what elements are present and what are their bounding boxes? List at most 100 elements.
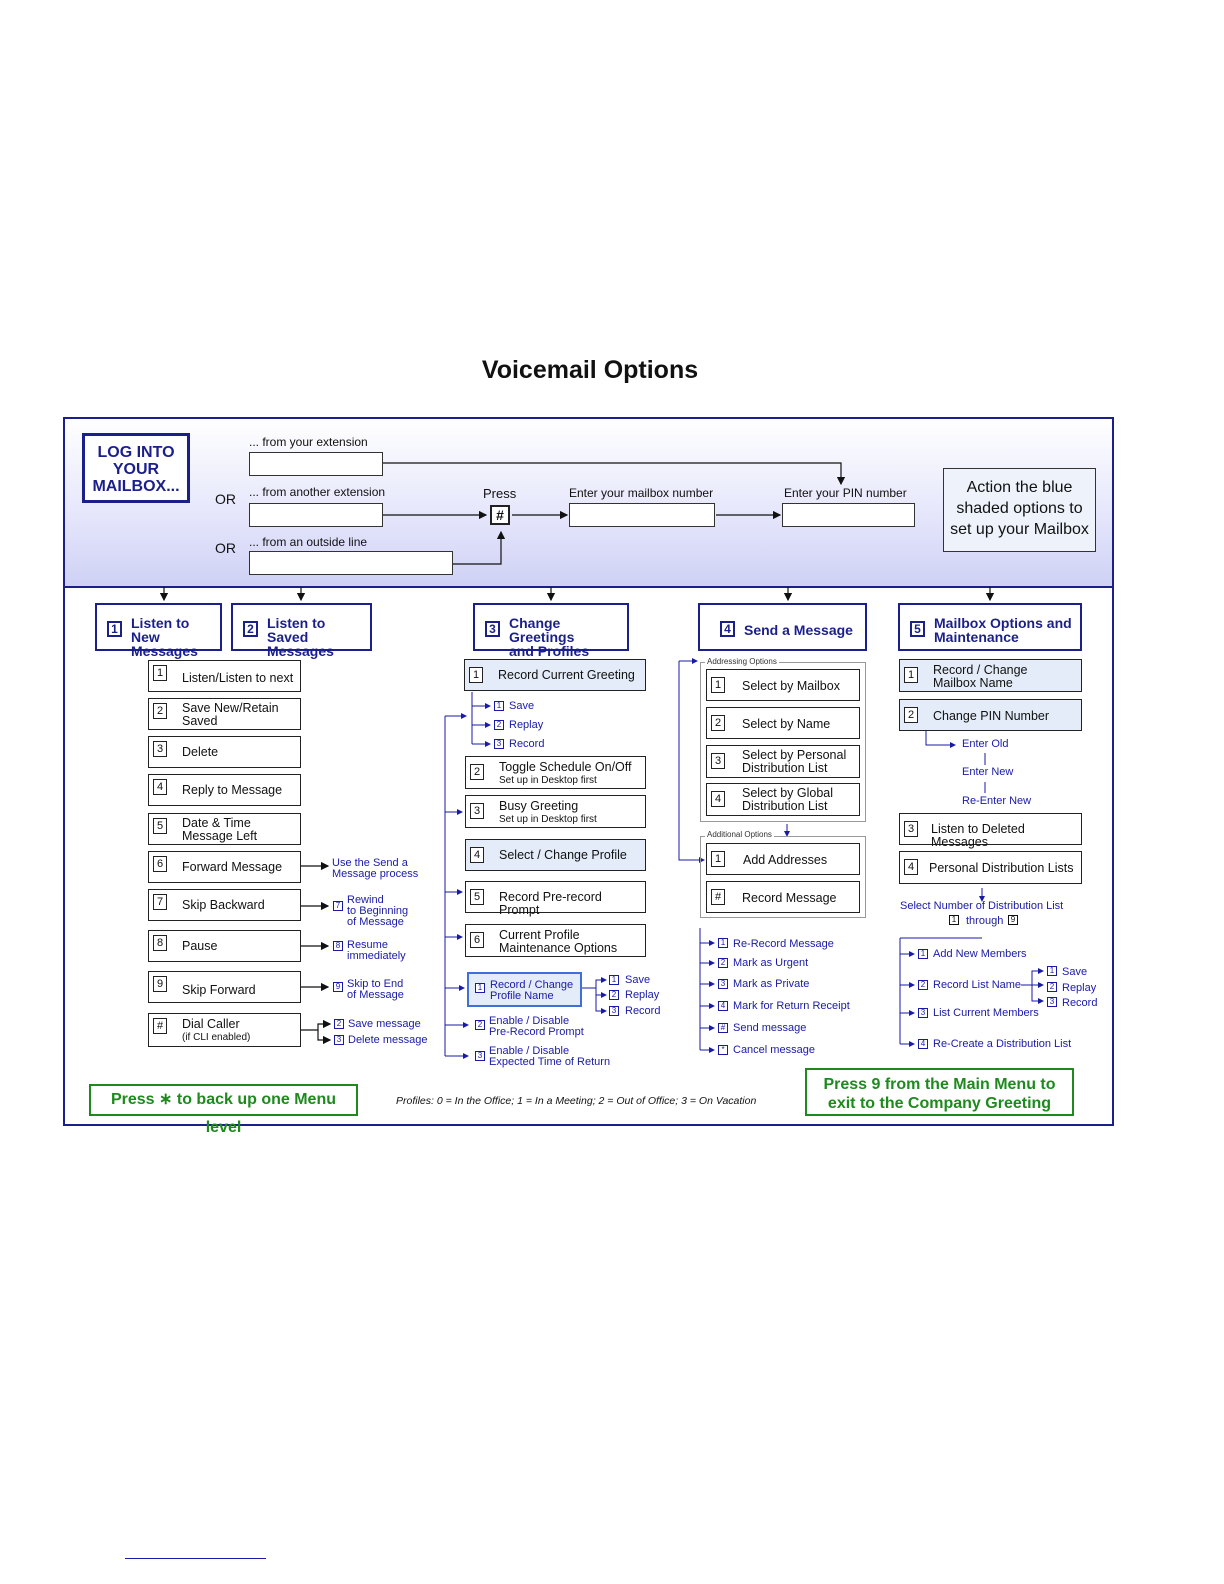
pin-enter-new: Enter New [962, 766, 1014, 778]
list-save: Save [1062, 966, 1088, 978]
add-new-members: Add New Members [933, 948, 1027, 960]
pin-enter-old: Enter Old [962, 738, 1009, 750]
pin-number-field [782, 503, 915, 527]
from-outside-label: ... from an outside line [249, 535, 368, 549]
list-current-members: List Current Members [933, 1007, 1039, 1019]
sub-key: # [718, 1023, 728, 1033]
pin-reenter-new: Re-Enter New [962, 795, 1032, 807]
profile-save: Save [625, 974, 651, 986]
note-key: 8 [333, 941, 343, 951]
note-key: 7 [333, 901, 343, 911]
additional-options-group [700, 836, 866, 918]
greet-replay: Replay [509, 719, 544, 731]
from-extension-label: ... from your extension [249, 435, 368, 449]
greet-record: Record [509, 738, 545, 750]
profile-replay: Replay [625, 989, 660, 1001]
option-dial-caller: #Dial Caller(if CLI enabled) [148, 1013, 301, 1047]
sub-key: 3 [1047, 997, 1057, 1007]
mailbox-number-label: Enter your mailbox number [569, 486, 714, 500]
addressing-options-group [700, 662, 866, 822]
outside-line-field [249, 551, 453, 575]
note-key: 2 [334, 1019, 344, 1029]
mailbox-number-field [569, 503, 715, 527]
from-another-label: ... from another extension [249, 485, 386, 499]
sub-key: 4 [718, 1001, 728, 1011]
hash-key: # [490, 505, 510, 525]
save-note: Save message [348, 1018, 421, 1030]
list-record: Record [1062, 997, 1098, 1009]
re-record-message: Re-Record Message [733, 938, 834, 950]
page-title: Voicemail Options [481, 356, 699, 384]
greet-save: Save [509, 700, 535, 712]
sub-key: 2 [918, 980, 928, 990]
select-list-note: Select Number of Distribution List [900, 900, 1064, 912]
sub-key: 3 [494, 739, 504, 749]
back-up-note: Press ∗ to back up one Menu level [89, 1084, 358, 1136]
sub-key: 1 [494, 701, 504, 711]
note-key: 3 [334, 1035, 344, 1045]
sub-key: 2 [1047, 982, 1057, 992]
delete-note: Delete message [348, 1034, 428, 1046]
sub-key: 2 [494, 720, 504, 730]
pin-number-label: Enter your PIN number [784, 486, 907, 500]
profiles-legend: Profiles: 0 = In the Office; 1 = In a Me… [396, 1095, 757, 1107]
sub-key: 2 [475, 1020, 485, 1030]
sub-key: 3 [918, 1008, 928, 1018]
mark-urgent: Mark as Urgent [733, 957, 809, 969]
mark-return-receipt: Mark for Return Receipt [733, 1000, 850, 1012]
note-key: 9 [333, 982, 343, 992]
record-list-name: Record List Name [933, 979, 1022, 991]
send-message: Send message [733, 1022, 807, 1034]
footnote-rule [125, 1558, 266, 1559]
sub-key: * [718, 1045, 728, 1055]
sub-key: 1 [1047, 966, 1057, 976]
or-label: OR [215, 491, 236, 507]
sub-key: 2 [609, 990, 619, 1000]
additional-options-label: Additional Options [705, 830, 774, 839]
or-label: OR [215, 540, 236, 556]
menu-header-send: 4 Send a Message [698, 603, 867, 651]
sub-key: 1 [918, 949, 928, 959]
sub-key: 1 [718, 938, 728, 948]
press-label: Press [483, 486, 517, 501]
sub-key: 4 [918, 1039, 928, 1049]
extension-field [249, 452, 383, 476]
sub-key: 2 [718, 958, 728, 968]
list-from-key: 1 [949, 915, 959, 925]
cancel-message: Cancel message [733, 1044, 815, 1056]
option-record-message: #Record Message [706, 881, 860, 913]
sub-key: 3 [609, 1006, 619, 1016]
re-create-list: Re-Create a Distribution List [933, 1038, 1072, 1050]
